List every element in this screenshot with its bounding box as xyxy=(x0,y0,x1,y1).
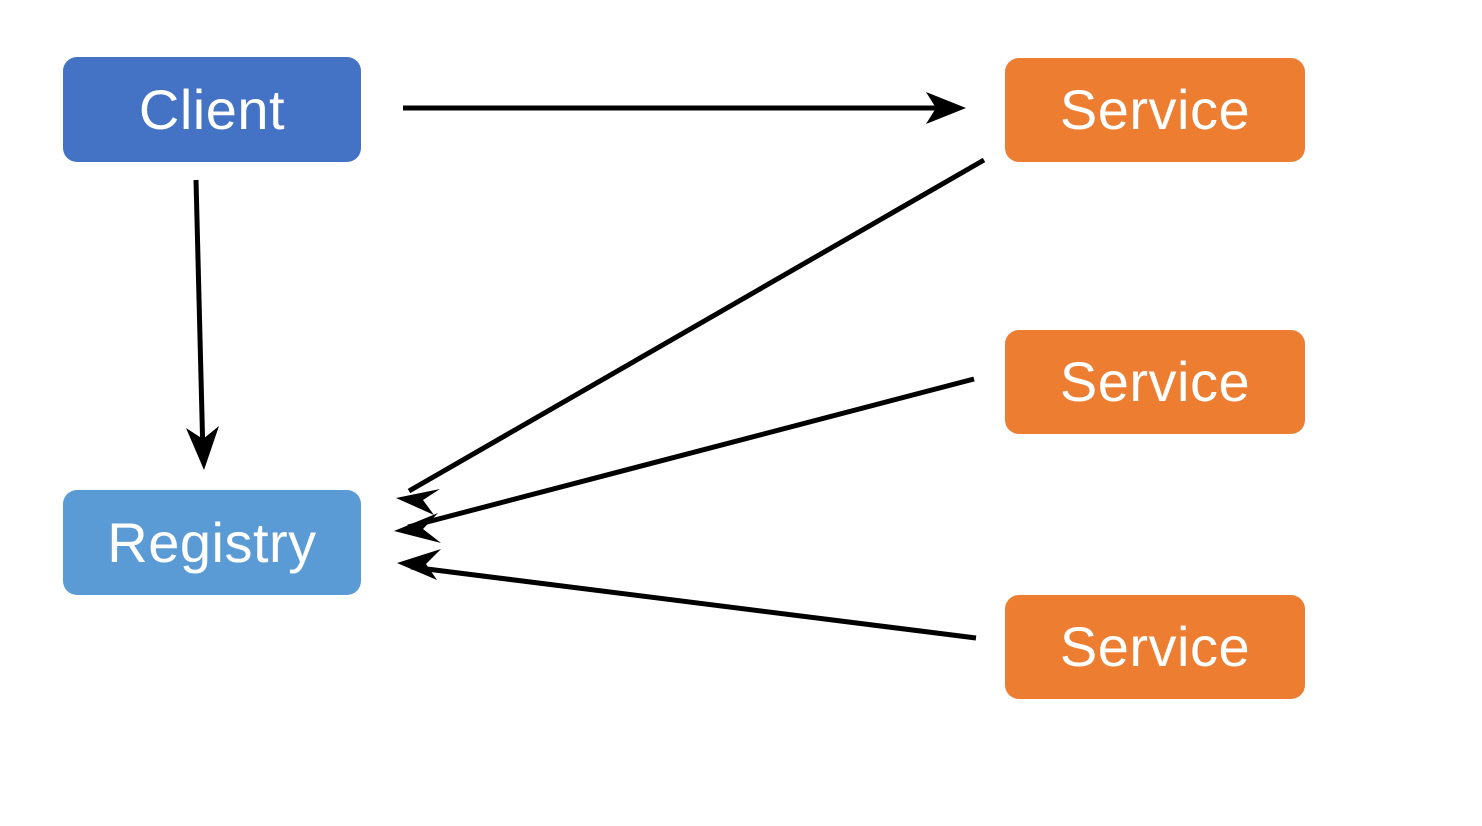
edge-service1-to-registry-arrowhead xyxy=(396,489,440,515)
node-service-3[interactable]: Service xyxy=(1005,595,1305,699)
node-client-label: Client xyxy=(138,77,286,141)
edge-client-to-registry xyxy=(186,179,219,470)
edge-client-to-registry-line xyxy=(193,179,206,457)
edge-service3-to-registry-line xyxy=(410,564,977,641)
edge-service2-to-registry-arrowhead xyxy=(394,513,441,543)
node-registry[interactable]: Registry xyxy=(63,490,361,595)
node-service-1[interactable]: Service xyxy=(1005,58,1305,162)
edge-service2-to-registry xyxy=(394,376,975,543)
edge-client-to-registry-arrowhead xyxy=(186,426,219,470)
node-client[interactable]: Client xyxy=(63,57,361,162)
node-registry-label: Registry xyxy=(107,510,317,574)
edge-service1-to-registry xyxy=(396,157,986,515)
node-service-2[interactable]: Service xyxy=(1005,330,1305,434)
node-service-2-label: Service xyxy=(1059,350,1251,413)
edge-client-to-service xyxy=(403,92,966,124)
edge-service2-to-registry-line xyxy=(407,376,975,530)
node-service-3-label: Service xyxy=(1059,615,1251,678)
edge-service3-to-registry xyxy=(397,549,977,641)
edge-service1-to-registry-line xyxy=(407,157,986,494)
edge-client-to-service-arrowhead xyxy=(926,92,966,124)
node-service-1-label: Service xyxy=(1059,78,1251,141)
edge-service3-to-registry-arrowhead xyxy=(397,549,441,580)
